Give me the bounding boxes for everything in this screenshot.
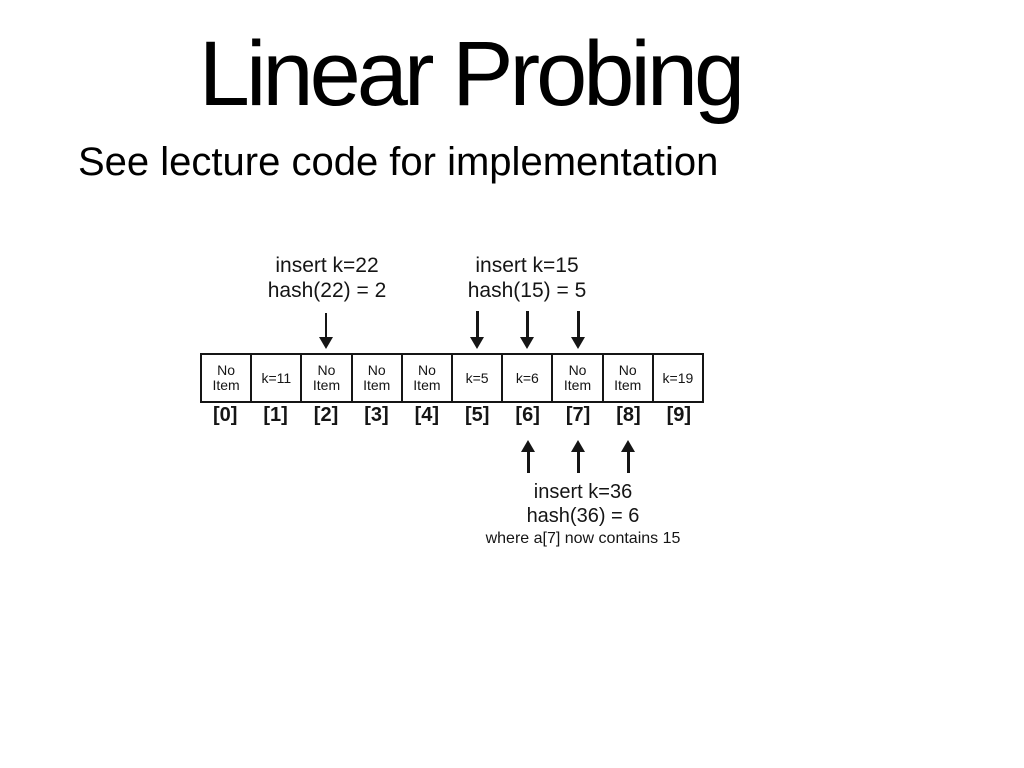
table-cell: No Item (353, 355, 403, 401)
table-cell: No Item (604, 355, 654, 401)
arrow-down-to-cell-2-icon (318, 313, 334, 349)
annotation-insert-k36: insert k=36 hash(36) = 6 where a[7] now … (433, 480, 733, 549)
arrow-up-from-cell-6-icon (520, 440, 536, 473)
annotation-line: hash(15) = 5 (467, 279, 587, 302)
cell-index: [2] (313, 404, 339, 426)
arrow-up-from-cell-7-icon (570, 440, 586, 473)
table-cell: k=5 (453, 355, 504, 401)
arrow-down-to-cell-7-icon (570, 311, 586, 349)
table-cell: k=11 (252, 355, 303, 401)
annotation-line: insert k=15 (475, 254, 579, 277)
table-cell: No Item (202, 355, 253, 401)
cell-index: [6] (515, 404, 540, 426)
cell-index: [5] (465, 404, 490, 426)
cell-index: [8] (616, 404, 641, 426)
hash-table: No Item k=11 No Item No Item No Item k=5… (200, 353, 704, 403)
cell-index: [0] (212, 404, 238, 426)
table-cell: No Item (553, 355, 604, 401)
hash-table-indices: [0] [1] [2] [3] [4] [5] [6] [7] [8] [9] (200, 404, 704, 426)
arrow-up-from-cell-8-icon (620, 440, 636, 473)
table-cell: k=6 (503, 355, 554, 401)
table-cell: No Item (302, 355, 353, 401)
cell-index: [7] (565, 404, 591, 426)
annotation-line: where a[7] now contains 15 (485, 530, 681, 547)
annotation-line: hash(22) = 2 (267, 279, 387, 302)
slide-subtitle: See lecture code for implementation (78, 140, 719, 184)
page-title: Linear Probing (198, 23, 745, 125)
cell-index: [3] (364, 404, 389, 426)
annotation-insert-k15: insert k=15 hash(15) = 5 (417, 253, 637, 303)
cell-index: [1] (263, 404, 288, 426)
table-cell: k=19 (662, 369, 694, 386)
arrow-down-to-cell-5-icon (469, 311, 485, 349)
arrow-down-to-cell-6-icon (519, 311, 535, 349)
cell-index: [9] (666, 404, 692, 426)
annotation-line: hash(36) = 6 (526, 505, 640, 527)
annotation-insert-k22: insert k=22 hash(22) = 2 (217, 253, 437, 303)
annotation-line: insert k=22 (275, 254, 379, 277)
annotation-line: insert k=36 (533, 481, 633, 503)
table-cell: No Item (403, 355, 454, 401)
cell-index: [4] (414, 404, 440, 426)
